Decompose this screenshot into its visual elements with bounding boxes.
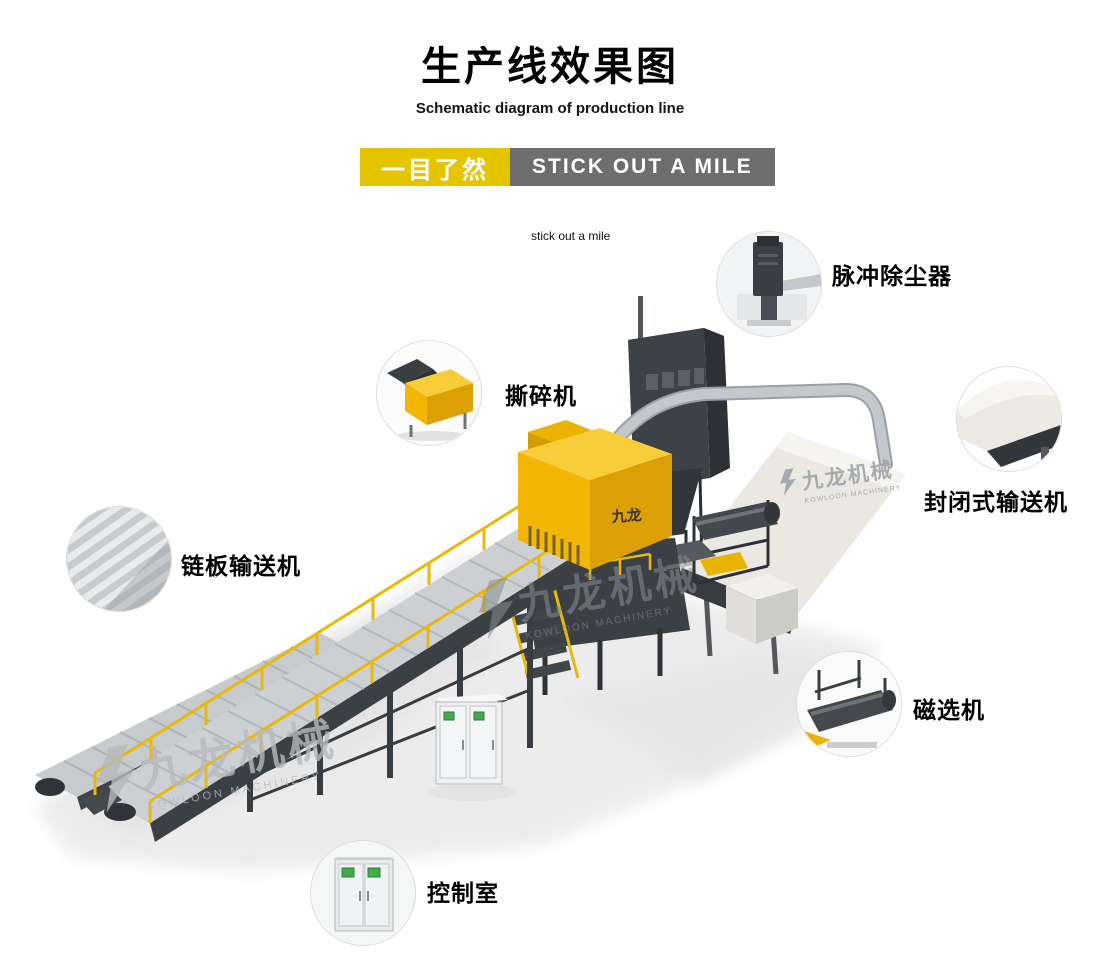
tagline: stick out a mile <box>531 229 611 243</box>
callout-label-enclosed-conveyor: 封闭式输送机 <box>924 489 1068 515</box>
dust-collector-stack <box>638 296 643 344</box>
banner: 一目了然 STICK OUT A MILE <box>360 148 775 186</box>
chain-conveyor-detail <box>67 507 171 611</box>
watermark-logo-icon <box>780 468 796 497</box>
callout-magnetic-separator-photo <box>796 651 902 757</box>
shredder-machine: 九龙 <box>518 420 672 570</box>
callout-label-magnetic-separator: 磁选机 <box>913 697 985 723</box>
callout-chain-conveyor-photo <box>66 506 172 612</box>
watermark-logo-icon <box>96 744 135 813</box>
callout-label-chain-conveyor: 链板输送机 <box>181 553 301 579</box>
shredder-detail <box>377 341 481 445</box>
magnetic-separator-detail <box>797 652 901 756</box>
discharge-bin <box>726 574 798 644</box>
dust-collector-detail <box>717 232 821 336</box>
enclosed-conveyor-detail <box>957 367 1061 471</box>
control-room-detail <box>311 841 415 945</box>
page-title: 生产线效果图 <box>421 45 679 89</box>
callout-dust-collector-photo <box>716 231 822 337</box>
watermark-logo-icon <box>478 577 514 640</box>
callout-label-control-room: 控制室 <box>427 880 499 906</box>
callout-label-dust-collector: 脉冲除尘器 <box>832 263 952 289</box>
page-subtitle: Schematic diagram of production line <box>415 100 685 117</box>
shredder-brand-text: 九龙 <box>610 506 642 526</box>
banner-english-label: STICK OUT A MILE <box>510 148 775 186</box>
duct-pipe <box>603 383 893 471</box>
callout-label-shredder: 撕碎机 <box>505 383 577 409</box>
control-cabinet <box>428 694 516 801</box>
callout-enclosed-conveyor-photo <box>956 366 1062 472</box>
callout-control-room-photo <box>310 840 416 946</box>
banner-chinese-label: 一目了然 <box>360 148 510 186</box>
callout-shredder-photo <box>376 340 482 446</box>
